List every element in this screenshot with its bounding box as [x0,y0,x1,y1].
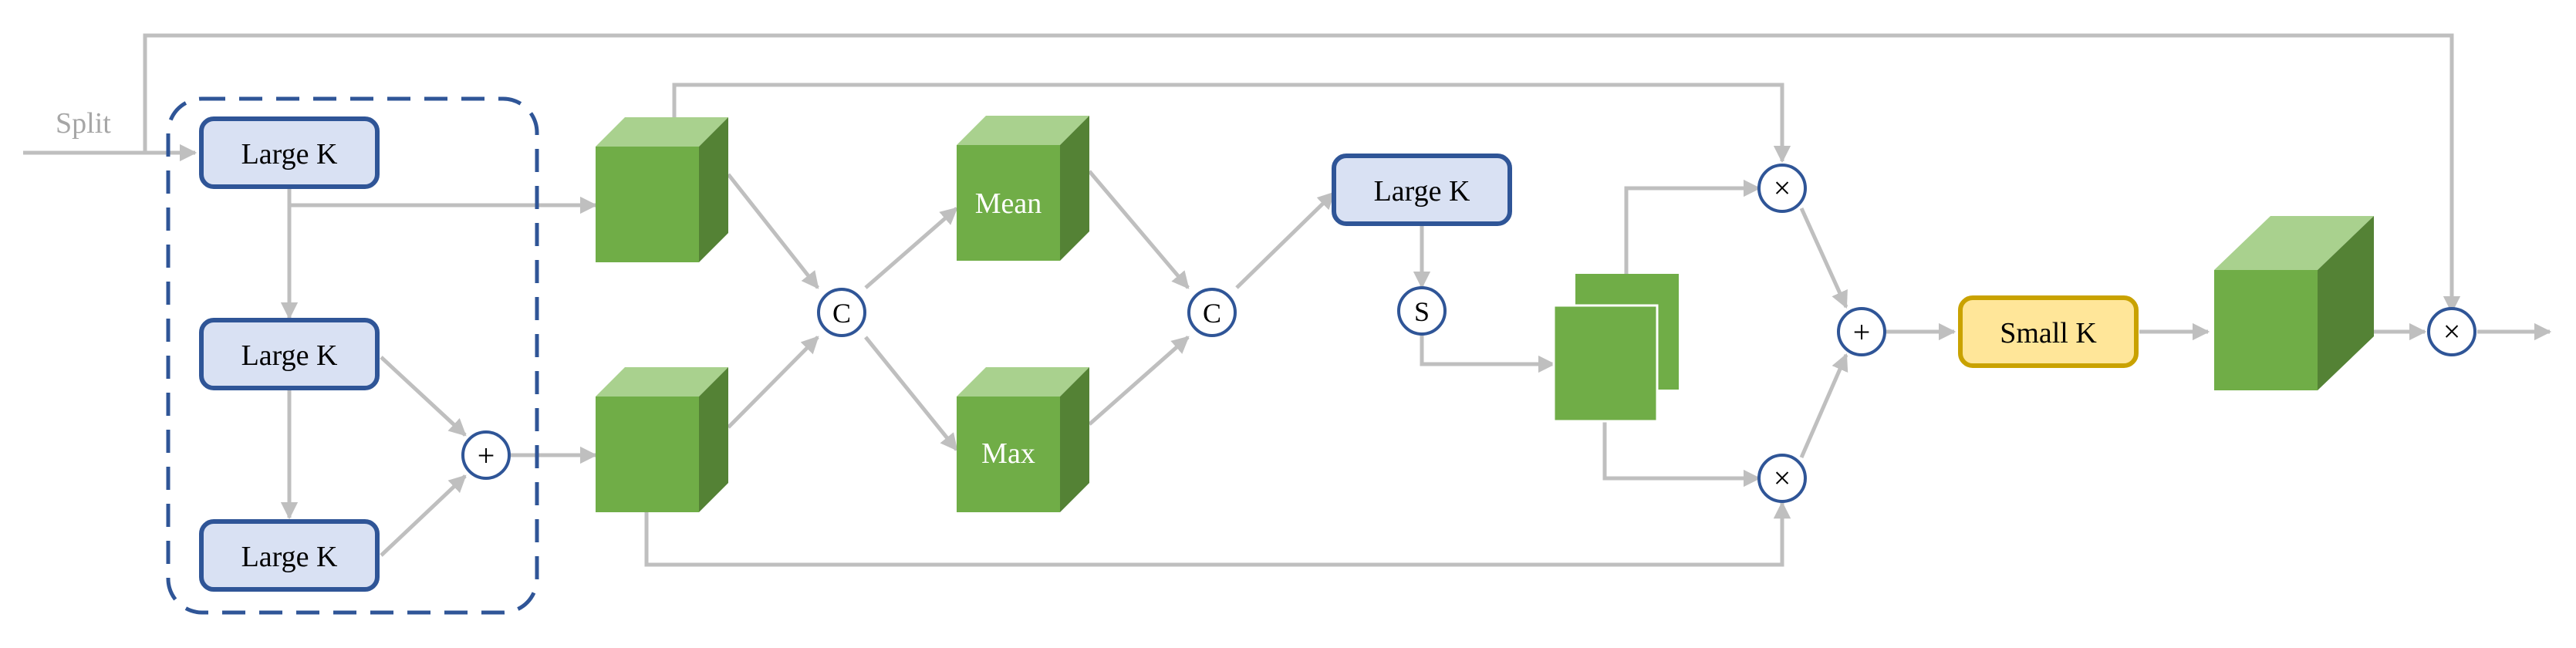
cube2-to-concat-arrow [727,336,819,429]
mean-label: Mean [975,187,1042,220]
attention-large-kernel: Large K [1332,154,1512,226]
concat-node-1: C [817,288,866,337]
map-a-to-mult-top-arrow [1624,179,1761,274]
concat-node-2-symbol: C [1203,298,1221,329]
large-kernel-group: Large K Large K Large K [166,96,539,615]
max-label: Max [981,437,1035,470]
large-kernel-2-label: Large K [241,339,338,372]
large-kernel-1: Large K [199,116,380,189]
attention-maps [1552,274,1679,423]
cube1-to-concat-arrow [727,173,819,289]
dashed-group-border [166,96,539,615]
concat-node-2: C [1187,288,1237,337]
max-to-concat2-arrow [1088,336,1190,426]
global-skip-connection [143,33,2461,314]
group-sum-node: + [461,430,511,480]
mean-to-concat2-arrow [1088,170,1190,289]
concat-to-max-arrow [864,336,958,451]
cube1-to-mult-top-arrow [672,83,1791,164]
multiply-node-bottom: × [1757,454,1807,503]
multiply-bottom-symbol: × [1774,461,1791,495]
k3-to-sum-arrow [380,474,467,557]
sigmoid-symbol: S [1414,296,1430,327]
final-multiply-symbol: × [2443,314,2461,349]
attention-map-front [1552,304,1659,423]
k2-to-sum-arrow [380,356,467,437]
multiply-node-top: × [1757,164,1807,213]
large-kernel-3: Large K [199,519,380,592]
large-kernel-2: Large K [199,318,380,390]
sigmoid-to-maps-arrow [1420,334,1556,373]
small-kernel: Small K [1958,295,2139,368]
attention-kernel-label: Large K [1374,175,1470,208]
large-kernel-1-label: Large K [241,138,338,170]
final-multiply-node: × [2427,307,2476,356]
concat-node-1-symbol: C [832,298,851,329]
map-b-to-mult-bottom-arrow [1602,421,1761,488]
split-label: Split [56,107,111,140]
mean-cube: Mean [957,116,1089,261]
group-sum-symbol: + [478,438,495,473]
sigmoid-node: S [1397,286,1447,336]
large-kernel-3-label: Large K [241,541,338,573]
concat-to-mean-arrow [864,207,958,289]
mult-top-to-sum-arrow [1799,207,1848,309]
multiply-top-symbol: × [1774,170,1791,205]
connectors [23,33,2552,567]
max-cube: Max [957,367,1089,512]
fuse-sum-symbol: + [1853,315,1871,349]
fuse-sum-node: + [1837,307,1886,356]
small-kernel-label: Small K [2000,317,2097,349]
cube2-to-mult-bottom-arrow [644,501,1791,567]
output-cube [2214,216,2374,390]
mult-bottom-to-sum-arrow [1799,353,1848,458]
feature-cube-2 [596,367,728,512]
feature-cube-1 [596,117,728,262]
concat2-to-kernel-arrow [1235,191,1335,289]
